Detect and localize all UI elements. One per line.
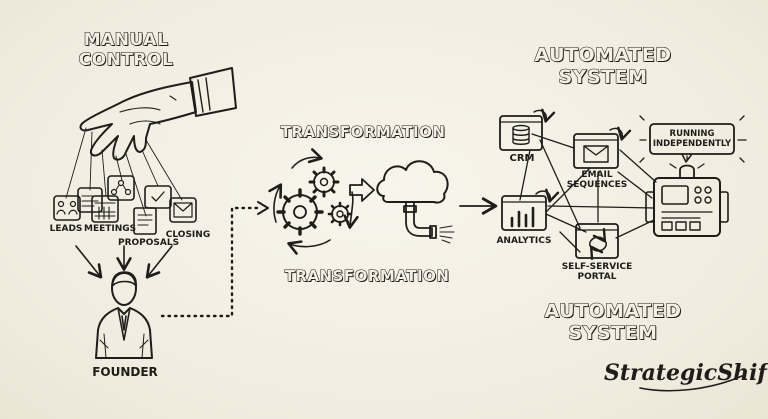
cloud-pipeline-icon bbox=[376, 160, 455, 244]
founder-label: FOUNDER bbox=[92, 365, 158, 379]
email-sequences-label: EMAIL SEQUENCES bbox=[562, 170, 632, 190]
manual-control-heading: MANUAL CONTROL bbox=[72, 29, 180, 70]
leads-task-icon bbox=[53, 195, 81, 221]
small-gear-icon bbox=[327, 201, 353, 227]
analytics-label: ANALYTICS bbox=[496, 236, 552, 246]
heading-line: MANUAL bbox=[83, 29, 169, 50]
label-line: INDEPENDENTLY bbox=[652, 139, 732, 149]
heading-line: AUTOMATED bbox=[544, 299, 682, 322]
proposals-label: PROPOSALS bbox=[118, 238, 180, 248]
crm-database-icon bbox=[499, 108, 556, 151]
heading-line: SYSTEM bbox=[558, 65, 648, 88]
self-service-portal-label: SELF-SERVICE PORTAL bbox=[560, 262, 634, 282]
label-line: SEQUENCES bbox=[566, 180, 628, 190]
calendar-task-icon bbox=[77, 187, 103, 213]
heading-line: SYSTEM bbox=[568, 321, 658, 344]
heading-line: AUTOMATED bbox=[534, 43, 672, 66]
label-line: EMAIL bbox=[581, 170, 613, 180]
running-independently-label: RUNNING INDEPENDENTLY bbox=[652, 129, 732, 149]
analytics-chart-icon bbox=[501, 188, 560, 231]
meetings-task-icon bbox=[91, 195, 119, 223]
founder-figure-icon bbox=[95, 271, 153, 359]
meetings-label: MEETINGS bbox=[84, 224, 137, 234]
dotted-flow-path bbox=[160, 206, 264, 318]
automated-system-top-heading: AUTOMATED SYSTEM bbox=[530, 43, 676, 88]
email-sequences-icon bbox=[573, 126, 632, 169]
label-line: SELF-SERVICE bbox=[561, 262, 633, 272]
status-bubble bbox=[639, 115, 747, 163]
automated-machine-icon bbox=[645, 155, 729, 237]
crm-label: CRM bbox=[509, 153, 535, 164]
transformation-top-label: TRANSFORMATION bbox=[280, 123, 446, 141]
heading-line: CONTROL bbox=[78, 49, 174, 70]
automated-system-bottom-heading: AUTOMATED SYSTEM bbox=[540, 299, 686, 344]
transform-arrow bbox=[349, 178, 375, 202]
checklist-task-icon bbox=[144, 185, 172, 209]
proposals-task-icon bbox=[133, 207, 157, 235]
closing-label: CLOSING bbox=[165, 230, 211, 240]
self-service-portal-icon bbox=[575, 223, 619, 261]
large-gear-icon bbox=[276, 188, 324, 236]
label-line: RUNNING bbox=[669, 129, 715, 139]
medium-gear-icon bbox=[308, 166, 340, 198]
strategic-shift-signature: StrategicShift bbox=[604, 360, 768, 386]
label-line: PORTAL bbox=[577, 272, 617, 282]
leads-label: LEADS bbox=[49, 224, 83, 234]
closing-task-icon bbox=[169, 197, 197, 223]
network-task-icon bbox=[107, 175, 135, 201]
puppeteer-hand-icon bbox=[65, 67, 237, 217]
transformation-bottom-label: TRANSFORMATION bbox=[284, 267, 450, 285]
